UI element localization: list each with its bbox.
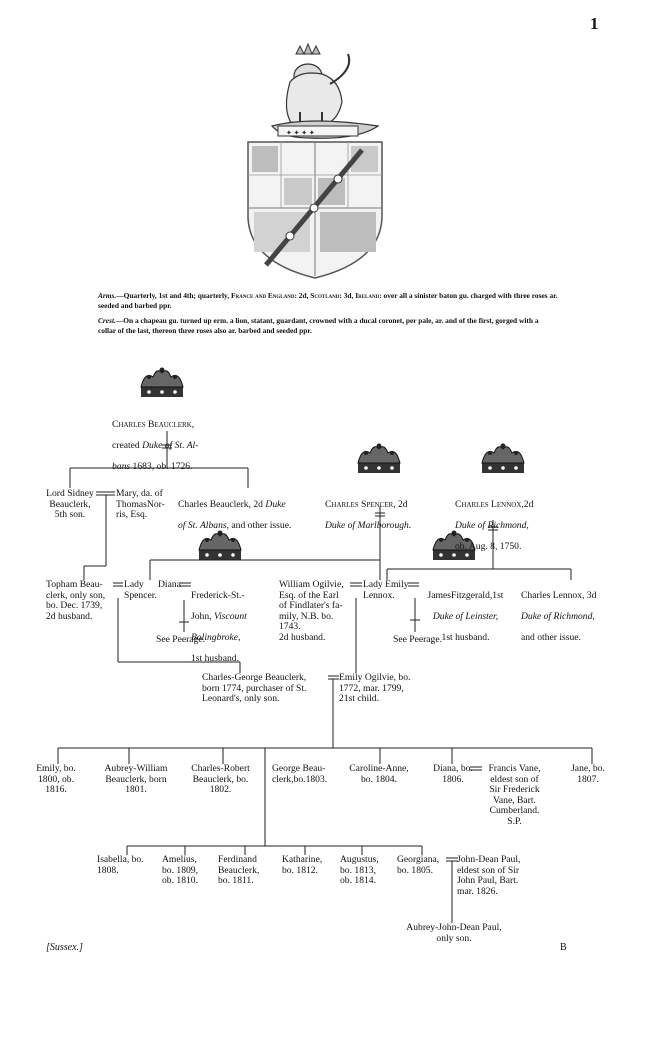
crest-description: Crest.—On a chapeau gu. turned up erm. a… <box>98 316 539 335</box>
child-diana: Diana, bo. 1806. <box>433 763 473 785</box>
child-katharine: Katharine, bo. 1812. <box>282 854 323 876</box>
person-lord-sidney: Lord Sidney Beauclerk, 5th son. <box>46 488 94 521</box>
child-ferdinand: Ferdinand Beauclerk, bo. 1811. <box>218 854 260 887</box>
arms-description: Arms.—Quarterly, 1st and 4th; quarterly,… <box>98 291 558 310</box>
child-george: George Beau- clerk,bo.1803. <box>272 763 328 785</box>
chapeau-icon: ✦ ✦ ✦ ✦ <box>270 120 380 139</box>
person-james-fitzgerald: JamesFitzgerald,1st Duke of Leinster, 1s… <box>427 589 504 643</box>
person-frederick-st-john: Frederick-St.- John, Viscount Bolingbrok… <box>191 589 247 665</box>
child-aubrey-william: Aubrey-William Beauclerk, born 1801. <box>104 763 168 796</box>
person-charles-spencer: Charles Spencer, 2d Duke of Marlborough. <box>325 498 412 531</box>
person-charles-lennox: Charles Lennox,2d Duke of Richmond, ob. … <box>455 498 534 552</box>
person-charles-lennox-3d: Charles Lennox, 3d Duke of Richmond, and… <box>521 589 597 643</box>
see-peerage-note: See Peerage. <box>393 634 443 645</box>
child-charles-robert: Charles-Robert Beauclerk, bo. 1802. <box>191 763 250 796</box>
person-lady-spencer: Lady Spencer. <box>124 579 157 601</box>
person-charles-beauclerk-2d: Charles Beauclerk, 2d Duke of St. Albans… <box>178 498 292 531</box>
footer-left: [Sussex.] <box>46 942 83 953</box>
page-number: 1 <box>590 14 599 33</box>
child-emily: Emily, bo. 1800, ob. 1816. <box>36 763 76 796</box>
arms-label: Arms. <box>98 291 117 300</box>
child-caroline-anne: Caroline-Anne, bo. 1804. <box>349 763 409 785</box>
person-lady-emily-lennox: Lady Emily Lennox. <box>363 579 409 601</box>
grandchild-aubrey-john-dean-paul: Aubrey-John-Dean Paul, only son. <box>406 922 502 944</box>
person-emily-ogilvie: Emily Ogilvie, bo. 1772, mar. 1799, 21st… <box>339 672 411 705</box>
person-william-ogilvie: William Ogilvie, Esq. of the Earl of Fin… <box>279 579 344 643</box>
child-jane: Jane, bo. 1807. <box>571 763 605 785</box>
lion-crest-icon <box>285 42 351 125</box>
child-amelius: Amelius, bo. 1809, ob. 1810. <box>162 854 198 887</box>
child-georgiana: Georgiana, bo. 1805. <box>397 854 440 876</box>
child-augustus: Augustus, bo. 1813, ob. 1814. <box>340 854 379 887</box>
person-diana: Diana <box>158 579 181 590</box>
see-peerage-note: See Peerage. <box>156 634 206 645</box>
person-mary: Mary, da. of ThomasNor- ris, Esq. <box>116 488 165 521</box>
person-topham-beauclerk: Topham Beau- clerk, only son, bo. Dec. 1… <box>46 579 106 622</box>
child-isabella: Isabella, bo. 1808. <box>97 854 144 876</box>
person-charles-george-beauclerk: Charles-George Beauclerk, born 1774, pur… <box>202 672 307 705</box>
shield-icon <box>247 141 383 279</box>
crest-label: Crest. <box>98 316 116 325</box>
footer-right: B <box>560 942 567 953</box>
spouse-john-dean-paul: John-Dean Paul, eldest son of Sir John P… <box>457 854 521 897</box>
svg-text:✦ ✦ ✦ ✦: ✦ ✦ ✦ ✦ <box>286 129 315 137</box>
spouse-francis-vane: Francis Vane, eldest son of Sir Frederic… <box>488 763 541 827</box>
coat-of-arms-illustration: ✦ ✦ ✦ ✦ <box>247 42 383 279</box>
